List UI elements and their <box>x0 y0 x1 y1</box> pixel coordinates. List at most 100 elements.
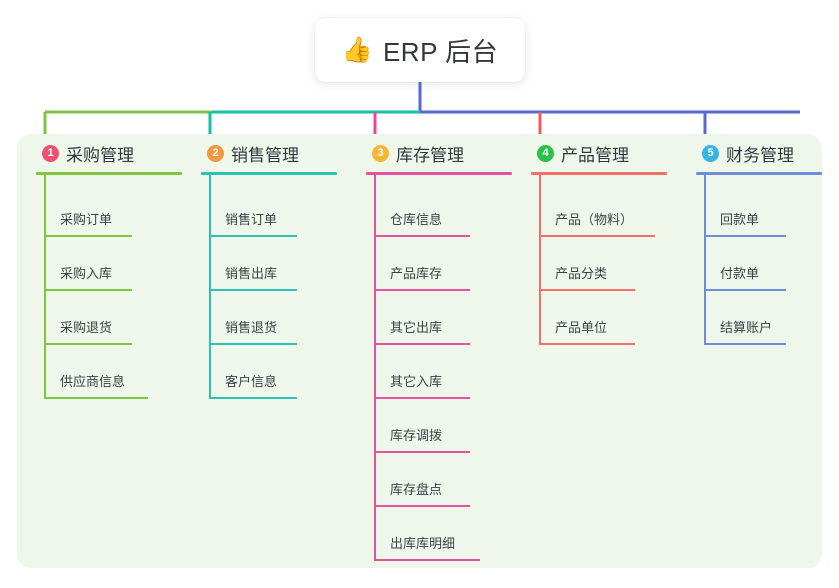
branch-header-3[interactable]: 3 库存管理 <box>366 140 516 166</box>
branch-trunk-line <box>374 175 376 183</box>
branch-title: 库存管理 <box>396 145 464 165</box>
branch-number-badge: 4 <box>537 144 554 162</box>
branch-item-underline <box>209 235 297 237</box>
root-node-erp-backend[interactable]: 👍 ERP 后台 <box>315 18 525 82</box>
branch-item-label: 产品库存 <box>390 266 443 281</box>
branch-trunk-top <box>531 175 671 183</box>
branch-column-2: 2 销售管理销售订单销售出库销售退货客户信息 <box>201 140 341 399</box>
branch-item-list: 销售订单销售出库销售退货客户信息 <box>201 175 341 399</box>
branch-item[interactable]: 回款单 <box>696 183 826 237</box>
branch-trunk-line <box>539 237 541 291</box>
branch-header-rule <box>201 172 337 175</box>
branch-item[interactable]: 销售出库 <box>201 237 341 291</box>
branch-item-label: 回款单 <box>720 212 760 227</box>
branch-item-underline <box>374 289 470 291</box>
branch-item[interactable]: 产品库存 <box>366 237 516 291</box>
branch-trunk-line <box>704 175 706 183</box>
branch-item[interactable]: 供应商信息 <box>36 345 186 399</box>
branch-item[interactable]: 产品单位 <box>531 291 671 345</box>
branch-item[interactable]: 产品（物料） <box>531 183 671 237</box>
branch-trunk-line <box>374 237 376 291</box>
branch-item-list: 产品（物料） 产品分类产品单位 <box>531 175 671 345</box>
branch-item-underline <box>374 235 470 237</box>
branch-item[interactable]: 采购订单 <box>36 183 186 237</box>
branch-item[interactable]: 销售订单 <box>201 183 341 237</box>
branch-item[interactable]: 采购退货 <box>36 291 186 345</box>
branch-number-badge: 2 <box>207 144 224 162</box>
branch-item[interactable]: 库存盘点 <box>366 453 516 507</box>
branch-header-rule <box>36 172 182 175</box>
branch-item-label: 库存盘点 <box>390 482 443 497</box>
branch-trunk-line <box>44 291 46 345</box>
branch-item[interactable]: 其它入库 <box>366 345 516 399</box>
branch-item-label: 客户信息 <box>225 374 278 389</box>
branch-item-underline <box>209 397 297 399</box>
branch-item-underline <box>374 343 470 345</box>
branch-title: 财务管理 <box>726 145 794 165</box>
branch-header-2[interactable]: 2 销售管理 <box>201 140 341 166</box>
branch-item-label: 产品（物料） <box>555 212 634 227</box>
branch-trunk-line <box>44 175 46 183</box>
branch-item-underline <box>44 289 132 291</box>
branch-item[interactable]: 仓库信息 <box>366 183 516 237</box>
branch-item-underline <box>209 343 297 345</box>
branch-trunk-line <box>704 183 706 237</box>
branch-item-underline <box>539 343 635 345</box>
branch-item-underline <box>539 289 635 291</box>
branch-item-label: 其它入库 <box>390 374 443 389</box>
branch-trunk-line <box>539 175 541 183</box>
branch-item-list: 采购订单采购入库采购退货供应商信息 <box>36 175 186 399</box>
branch-trunk-line <box>704 291 706 345</box>
branch-item-label: 采购订单 <box>60 212 113 227</box>
branch-item-list: 仓库信息产品库存其它出库其它入库库存调拨库存盘点出库库明细 <box>366 175 516 561</box>
branch-trunk-line <box>374 453 376 507</box>
branch-trunk-line <box>374 507 376 561</box>
branch-item[interactable]: 库存调拨 <box>366 399 516 453</box>
branch-header-rule <box>366 172 512 175</box>
branch-trunk-top <box>696 175 826 183</box>
branch-item-label: 仓库信息 <box>390 212 443 227</box>
branch-number-badge: 3 <box>372 144 389 162</box>
branch-item-label: 产品单位 <box>555 320 608 335</box>
branch-header-rule <box>531 172 667 175</box>
branch-item[interactable]: 结算账户 <box>696 291 826 345</box>
branch-number-badge: 1 <box>42 144 59 162</box>
branch-item-underline <box>44 397 148 399</box>
branch-item[interactable]: 销售退货 <box>201 291 341 345</box>
branch-item[interactable]: 其它出库 <box>366 291 516 345</box>
branch-trunk-line <box>374 183 376 237</box>
branch-item[interactable]: 付款单 <box>696 237 826 291</box>
branch-item-underline <box>374 505 470 507</box>
branch-item[interactable]: 出库库明细 <box>366 507 516 561</box>
branch-title: 采购管理 <box>66 145 134 165</box>
branch-item-label: 销售出库 <box>225 266 278 281</box>
branch-trunk-line <box>704 237 706 291</box>
branch-header-rule <box>696 172 822 175</box>
branch-item-label: 采购入库 <box>60 266 113 281</box>
branch-trunk-line <box>44 183 46 237</box>
branch-title: 销售管理 <box>231 145 299 165</box>
branch-item-label: 库存调拨 <box>390 428 443 443</box>
branch-item-label: 产品分类 <box>555 266 608 281</box>
branch-trunk-top <box>36 175 186 183</box>
branch-item-underline <box>209 289 297 291</box>
branch-item-label: 付款单 <box>720 266 760 281</box>
branch-item-underline <box>44 235 132 237</box>
branch-header-1[interactable]: 1 采购管理 <box>36 140 186 166</box>
branch-item-underline <box>374 451 470 453</box>
branch-column-1: 1 采购管理采购订单采购入库采购退货供应商信息 <box>36 140 186 399</box>
branch-item[interactable]: 客户信息 <box>201 345 341 399</box>
branch-item[interactable]: 采购入库 <box>36 237 186 291</box>
branch-trunk-line <box>539 183 541 237</box>
branch-trunk-line <box>44 237 46 291</box>
branch-item[interactable]: 产品分类 <box>531 237 671 291</box>
branch-item-label: 采购退货 <box>60 320 113 335</box>
branch-column-3: 3 库存管理仓库信息产品库存其它出库其它入库库存调拨库存盘点出库库明细 <box>366 140 516 561</box>
branch-trunk-line <box>209 291 211 345</box>
branch-item-underline <box>374 559 480 561</box>
